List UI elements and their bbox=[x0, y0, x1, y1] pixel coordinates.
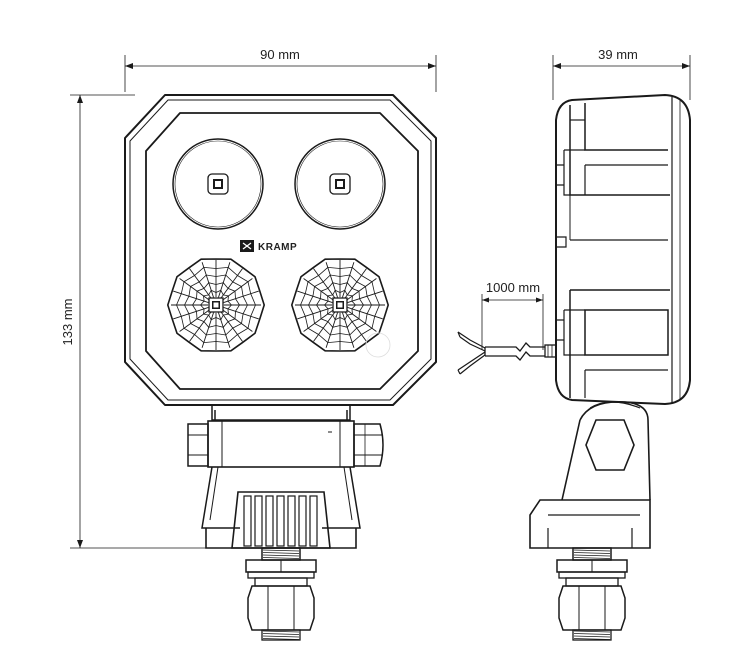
side-bracket bbox=[529, 401, 651, 641]
side-depth-label: 39 mm bbox=[598, 47, 638, 62]
cable-length-label: 1000 mm bbox=[486, 280, 540, 295]
dimension-side-depth: 39 mm bbox=[552, 47, 691, 100]
base-ribs bbox=[243, 495, 318, 547]
dimension-front-width: 90 mm bbox=[124, 47, 437, 92]
mounting-bolt bbox=[245, 547, 317, 641]
power-cable bbox=[457, 331, 545, 375]
reflector-top-right bbox=[294, 138, 386, 230]
brand-text: KRAMP bbox=[258, 242, 297, 253]
reflector-top-left bbox=[172, 138, 264, 230]
front-view: KRAMP bbox=[124, 94, 437, 641]
lens-frame bbox=[145, 112, 419, 390]
dimension-front-height: 133 mm bbox=[60, 94, 210, 549]
mounting-bracket bbox=[187, 405, 384, 549]
housing-outline bbox=[124, 94, 437, 406]
front-width-label: 90 mm bbox=[260, 47, 300, 62]
reflector-bottom-left bbox=[166, 258, 266, 352]
side-body-outline bbox=[555, 93, 691, 406]
reflector-bottom-right bbox=[290, 258, 390, 352]
side-view bbox=[544, 93, 691, 406]
kramp-logo: KRAMP bbox=[240, 240, 297, 253]
dimension-cable-length: 1000 mm bbox=[481, 280, 544, 350]
front-height-label: 133 mm bbox=[60, 299, 75, 346]
